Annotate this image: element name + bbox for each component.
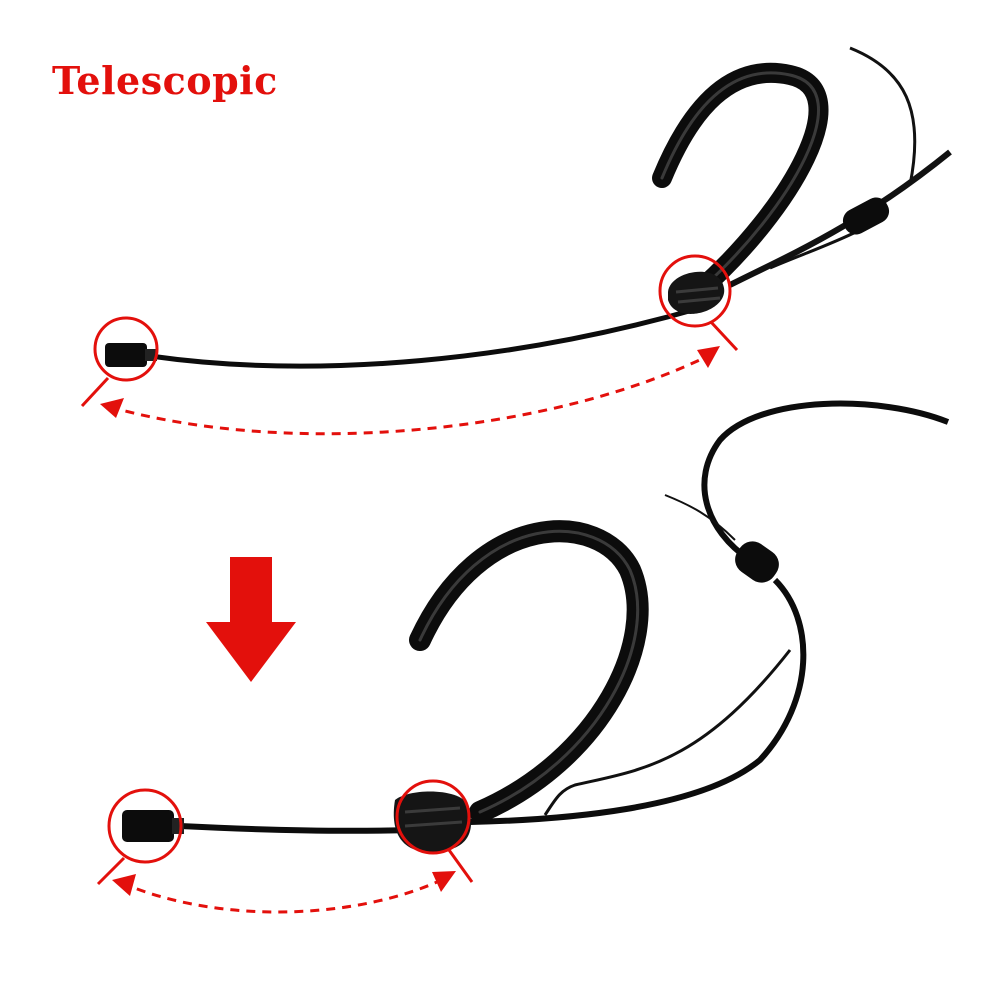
headset-retracted bbox=[96, 400, 950, 914]
tick-line bbox=[96, 856, 126, 886]
down-arrow-icon bbox=[206, 557, 296, 682]
thin-wire bbox=[769, 228, 861, 270]
highlight-circle-icon bbox=[395, 779, 471, 855]
cable-connector bbox=[735, 541, 779, 583]
mic-collar bbox=[145, 349, 157, 361]
boom-slider bbox=[668, 271, 725, 314]
thin-wire bbox=[664, 494, 736, 541]
mic-capsule bbox=[122, 810, 174, 842]
highlight-circle-icon bbox=[93, 316, 159, 382]
cable bbox=[728, 149, 952, 288]
cable bbox=[701, 400, 950, 563]
ear-hook-highlight bbox=[418, 529, 640, 814]
mic-capsule bbox=[105, 343, 147, 367]
double-arrow-dashed-icon bbox=[109, 352, 713, 436]
arrowhead-left bbox=[112, 874, 136, 896]
arrowhead-right bbox=[697, 346, 720, 368]
cable bbox=[469, 577, 807, 825]
ear-hook bbox=[409, 520, 649, 823]
tick-line bbox=[447, 849, 474, 883]
ear-hook-highlight bbox=[660, 71, 820, 292]
arrowhead-left bbox=[100, 398, 124, 418]
boom-arm bbox=[179, 823, 411, 834]
slider-ridge bbox=[677, 296, 721, 304]
double-arrow-dashed-icon bbox=[121, 875, 449, 914]
slider-ridge bbox=[675, 286, 719, 294]
headset-extended bbox=[80, 46, 952, 436]
page-title: Telescopic bbox=[52, 58, 278, 103]
highlight-circle-icon bbox=[658, 254, 732, 328]
highlight-circle-icon bbox=[107, 788, 183, 864]
thin-wire bbox=[543, 649, 792, 816]
arrowhead-right bbox=[432, 871, 456, 892]
slider-ridge bbox=[404, 806, 461, 814]
slider-ridge bbox=[404, 820, 463, 828]
tick-line bbox=[709, 320, 739, 352]
tick-line bbox=[80, 376, 110, 408]
thin-wire bbox=[849, 46, 917, 186]
boom-arm bbox=[149, 305, 701, 369]
cable-connector bbox=[842, 197, 890, 235]
boom-slider bbox=[393, 791, 472, 852]
